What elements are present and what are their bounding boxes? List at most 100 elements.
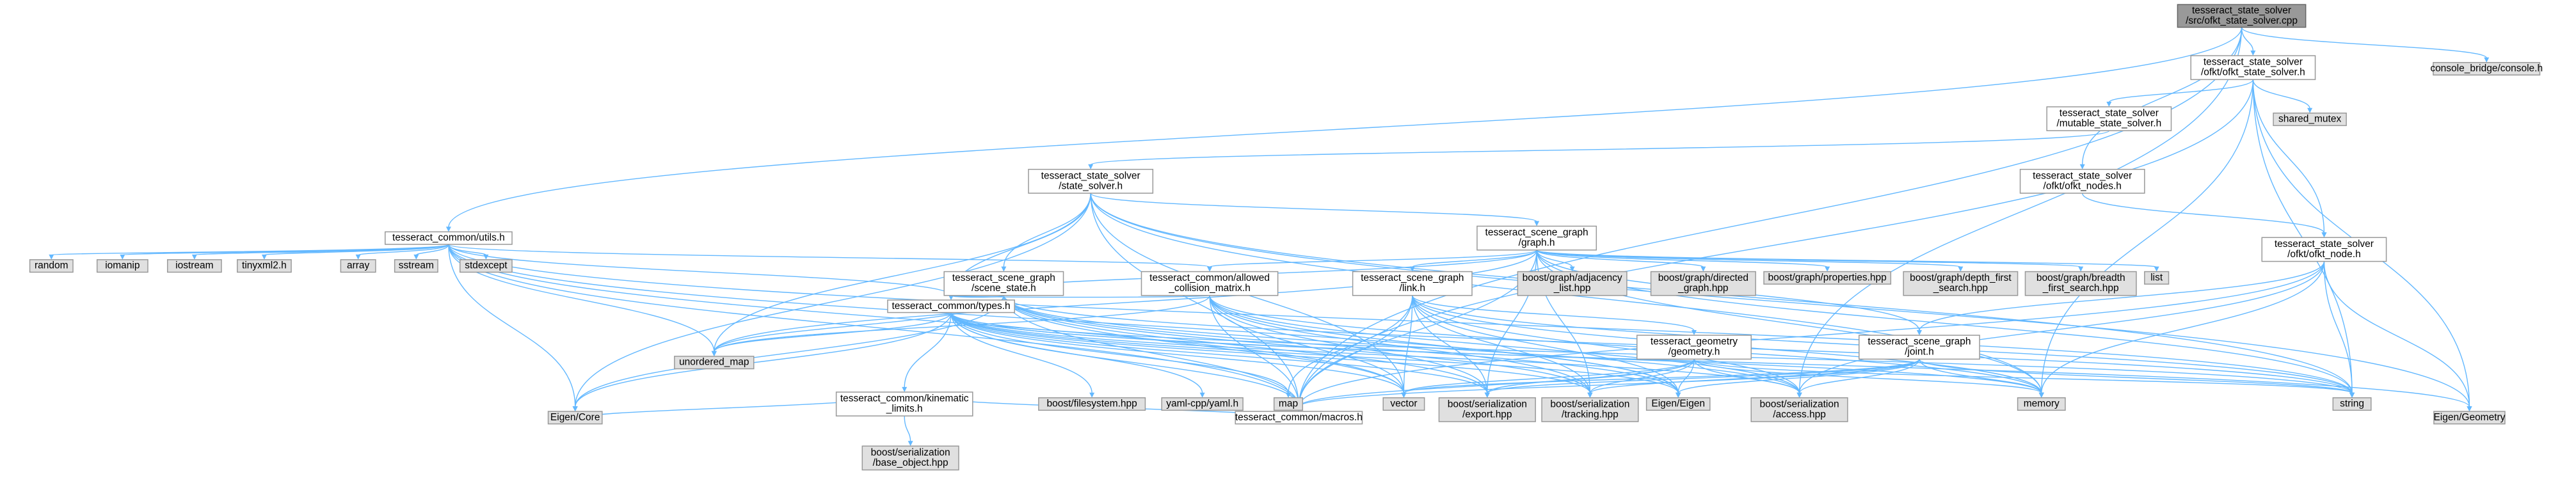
node-label: vector <box>1390 399 1417 409</box>
node-map[interactable]: map <box>1273 397 1304 411</box>
node-mutable-state-solver[interactable]: tesseract_state_solver/mutable_state_sol… <box>2046 106 2172 132</box>
node-box <box>340 259 376 273</box>
node-array[interactable]: array <box>340 259 376 273</box>
node-root[interactable]: tesseract_state_solver/src/ofkt_state_so… <box>2177 4 2307 28</box>
edge-arrowhead <box>1199 392 1205 398</box>
node-sstream[interactable]: sstream <box>394 259 438 273</box>
node-tinyxml2[interactable]: tinyxml2.h <box>237 259 292 273</box>
node-label: /scene_state.h <box>972 283 1036 294</box>
edge-arrowhead <box>948 294 954 300</box>
node-types[interactable]: tesseract_common/types.h <box>887 299 1015 313</box>
node-box <box>1235 411 1363 425</box>
edge-ofkt_node-to-eigen_geometry <box>2323 261 2470 408</box>
node-vector[interactable]: vector <box>1382 397 1425 411</box>
edge-allowed_collision-to-macros <box>1209 295 1300 408</box>
edge-geometry-to-macros <box>1298 359 1695 408</box>
node-label: shared_mutex <box>2278 114 2341 125</box>
edge-arrowhead <box>2484 57 2490 63</box>
node-macros[interactable]: tesseract_common/macros.h <box>1235 411 1363 425</box>
edge-joint-to-string <box>1919 358 2353 394</box>
edge-arrowhead <box>1409 266 1415 272</box>
node-tracking[interactable]: boost/serialization/tracking.hpp <box>1541 397 1639 422</box>
node-depth-first[interactable]: boost/graph/depth_first_search.hpp <box>1903 271 2019 296</box>
edge-arrowhead <box>902 386 908 392</box>
edge-utils-to-eigen_core <box>448 244 576 408</box>
node-eigen-geometry[interactable]: Eigen/Geometry <box>2433 411 2506 425</box>
node-list[interactable]: list <box>2144 271 2170 285</box>
node-state-solver[interactable]: tesseract_state_solver/state_solver.h <box>1028 168 1154 194</box>
node-export[interactable]: boost/serialization/export.hpp <box>1438 397 1536 422</box>
node-box <box>2433 411 2506 425</box>
node-label: console_bridge/console.h <box>2430 63 2543 74</box>
node-memory[interactable]: memory <box>2017 397 2066 411</box>
node-label: Eigen/Core <box>550 412 600 423</box>
node-allowed-collision[interactable]: tesseract_common/allowed_collision_matri… <box>1140 271 1279 296</box>
node-kinematic-limits[interactable]: tesseract_common/kinematic_limits.h <box>835 392 973 416</box>
edge-link-to-map <box>1288 295 1413 393</box>
node-base-object[interactable]: boost/serialization/base_object.hpp <box>861 445 959 471</box>
node-shared-mutex[interactable]: shared_mutex <box>2273 113 2347 127</box>
node-access[interactable]: boost/serialization/access.hpp <box>1750 397 1848 422</box>
edge-types-to-export <box>950 312 1488 393</box>
node-link[interactable]: tesseract_scene_graph/link.h <box>1352 271 1473 296</box>
node-label: _limits.h <box>886 404 923 415</box>
node-stdexcept[interactable]: stdexcept <box>460 259 513 273</box>
node-label: sstream <box>399 260 434 271</box>
node-ofkt-state-solver-h[interactable]: tesseract_state_solver/ofkt/ofkt_state_s… <box>2190 55 2316 81</box>
node-label: memory <box>2024 399 2060 409</box>
edge-arrowhead <box>1916 330 1922 336</box>
node-label: Eigen/Eigen <box>1651 399 1705 409</box>
node-random[interactable]: random <box>29 259 74 273</box>
node-geometry[interactable]: tesseract_geometry/geometry.h <box>1636 335 1752 360</box>
node-boost-filesystem[interactable]: boost/filesystem.hpp <box>1038 397 1146 411</box>
node-label: boost/serialization <box>1550 399 1629 409</box>
node-label: /mutable_state_solver.h <box>2056 118 2161 129</box>
edge-link-to-eigen <box>1412 295 1679 393</box>
node-box <box>460 259 513 273</box>
node-label: unordered_map <box>679 357 749 368</box>
edge-arrowhead <box>2078 266 2084 272</box>
edge-graph-to-depth_first <box>1536 249 1962 268</box>
node-ofkt-node[interactable]: tesseract_state_solver/ofkt/ofkt_node.h <box>2261 237 2387 262</box>
node-adjacency-list[interactable]: boost/graph/adjacency_list.hpp <box>1517 271 1628 296</box>
node-eigen-core[interactable]: Eigen/Core <box>547 411 603 425</box>
node-box <box>1140 271 1279 296</box>
node-console-bridge[interactable]: console_bridge/console.h <box>2430 61 2543 75</box>
node-directed-graph[interactable]: boost/graph/directed_graph.hpp <box>1650 271 1756 296</box>
node-graph[interactable]: tesseract_scene_graph/graph.h <box>1476 225 1597 251</box>
node-box <box>385 231 513 245</box>
node-utils[interactable]: tesseract_common/utils.h <box>385 231 513 245</box>
node-label: stdexcept <box>465 260 508 271</box>
node-label: tesseract_scene_graph <box>952 273 1055 283</box>
node-box <box>861 445 959 471</box>
node-box <box>1028 168 1154 194</box>
edge-link-to-geometry <box>1412 295 1695 331</box>
node-properties[interactable]: boost/graph/properties.hpp <box>1763 271 1892 285</box>
node-box <box>96 259 148 273</box>
node-scene-state[interactable]: tesseract_scene_graph/scene_state.h <box>943 271 1064 296</box>
node-unordered-map[interactable]: unordered_map <box>674 356 755 370</box>
node-yaml[interactable]: yaml-cpp/yaml.h <box>1161 397 1244 411</box>
node-box <box>547 411 603 425</box>
node-label: list <box>2150 272 2163 283</box>
node-label: /geometry.h <box>1668 347 1720 358</box>
node-iostream[interactable]: iostream <box>166 259 222 273</box>
node-string[interactable]: string <box>2332 397 2372 411</box>
node-ofkt-nodes[interactable]: tesseract_state_solver/ofkt/ofkt_nodes.h <box>2019 168 2145 194</box>
node-label: tinyxml2.h <box>242 260 287 271</box>
node-box <box>943 271 1064 296</box>
node-label: array <box>347 260 370 271</box>
node-eigen[interactable]: Eigen/Eigen <box>1645 397 1711 411</box>
node-breadth-first[interactable]: boost/graph/breadth_first_search.hpp <box>2024 271 2137 296</box>
edge-scene_state-to-eigen_core <box>574 295 1005 408</box>
node-label: _search.hpp <box>1933 283 1988 294</box>
node-label: random <box>35 260 68 271</box>
edge-geometry-to-string <box>1693 358 2353 394</box>
node-joint[interactable]: tesseract_scene_graph/joint.h <box>1858 335 1980 360</box>
edge-allowed_collision-to-unordered_map <box>714 295 1210 352</box>
edge-geometry-to-memory <box>1693 359 2042 394</box>
node-iomanip[interactable]: iomanip <box>96 259 148 273</box>
edge-ofkt_state_solver_h-to-memory <box>2041 79 2254 393</box>
edge-arrowhead <box>261 254 267 260</box>
edge-link-to-macros <box>1298 295 1413 408</box>
